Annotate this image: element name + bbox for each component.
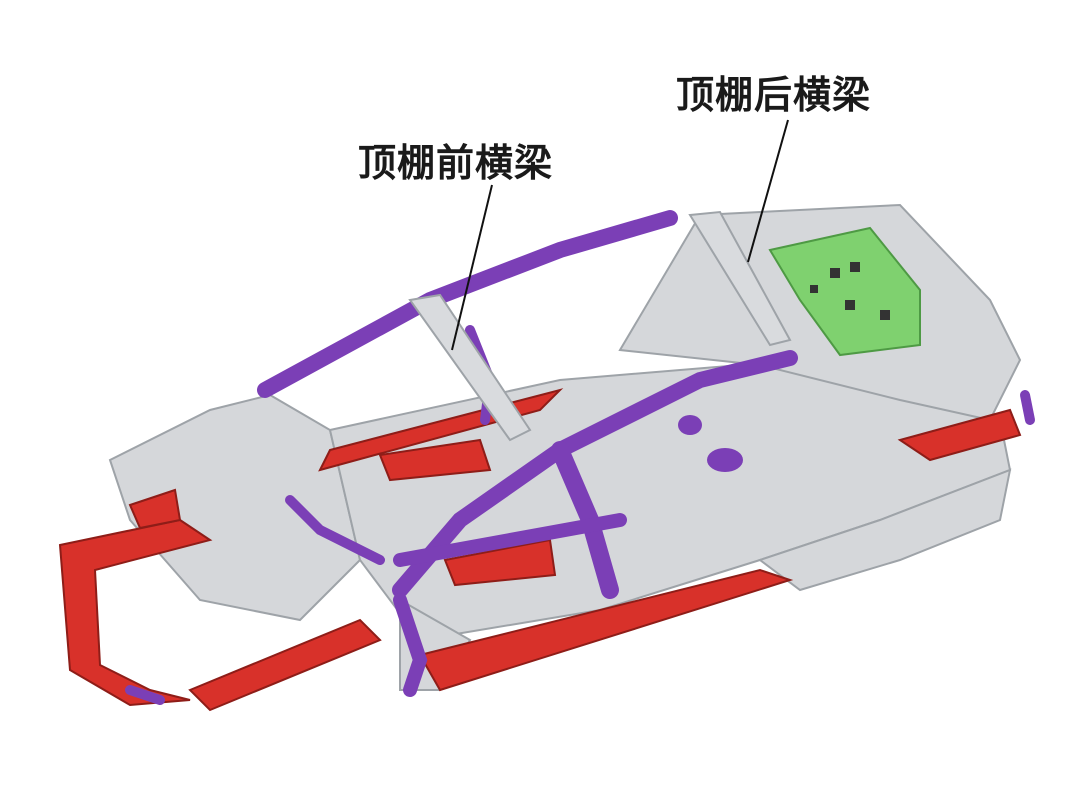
green-roof-panel [768, 226, 921, 357]
purple-wheel-arch-parts [678, 415, 743, 472]
gray-c-pillar [688, 210, 792, 347]
label-front-roof-crossbeam: 顶棚前横梁 [358, 141, 554, 185]
roof-panel-holes [810, 262, 890, 320]
leader-line-front-roof-crossbeam [451, 184, 493, 351]
leader-line-rear-roof-crossbeam [747, 119, 789, 263]
label-rear-roof-crossbeam: 顶棚后横梁 [676, 73, 872, 117]
gray-a-pillar [408, 293, 532, 442]
